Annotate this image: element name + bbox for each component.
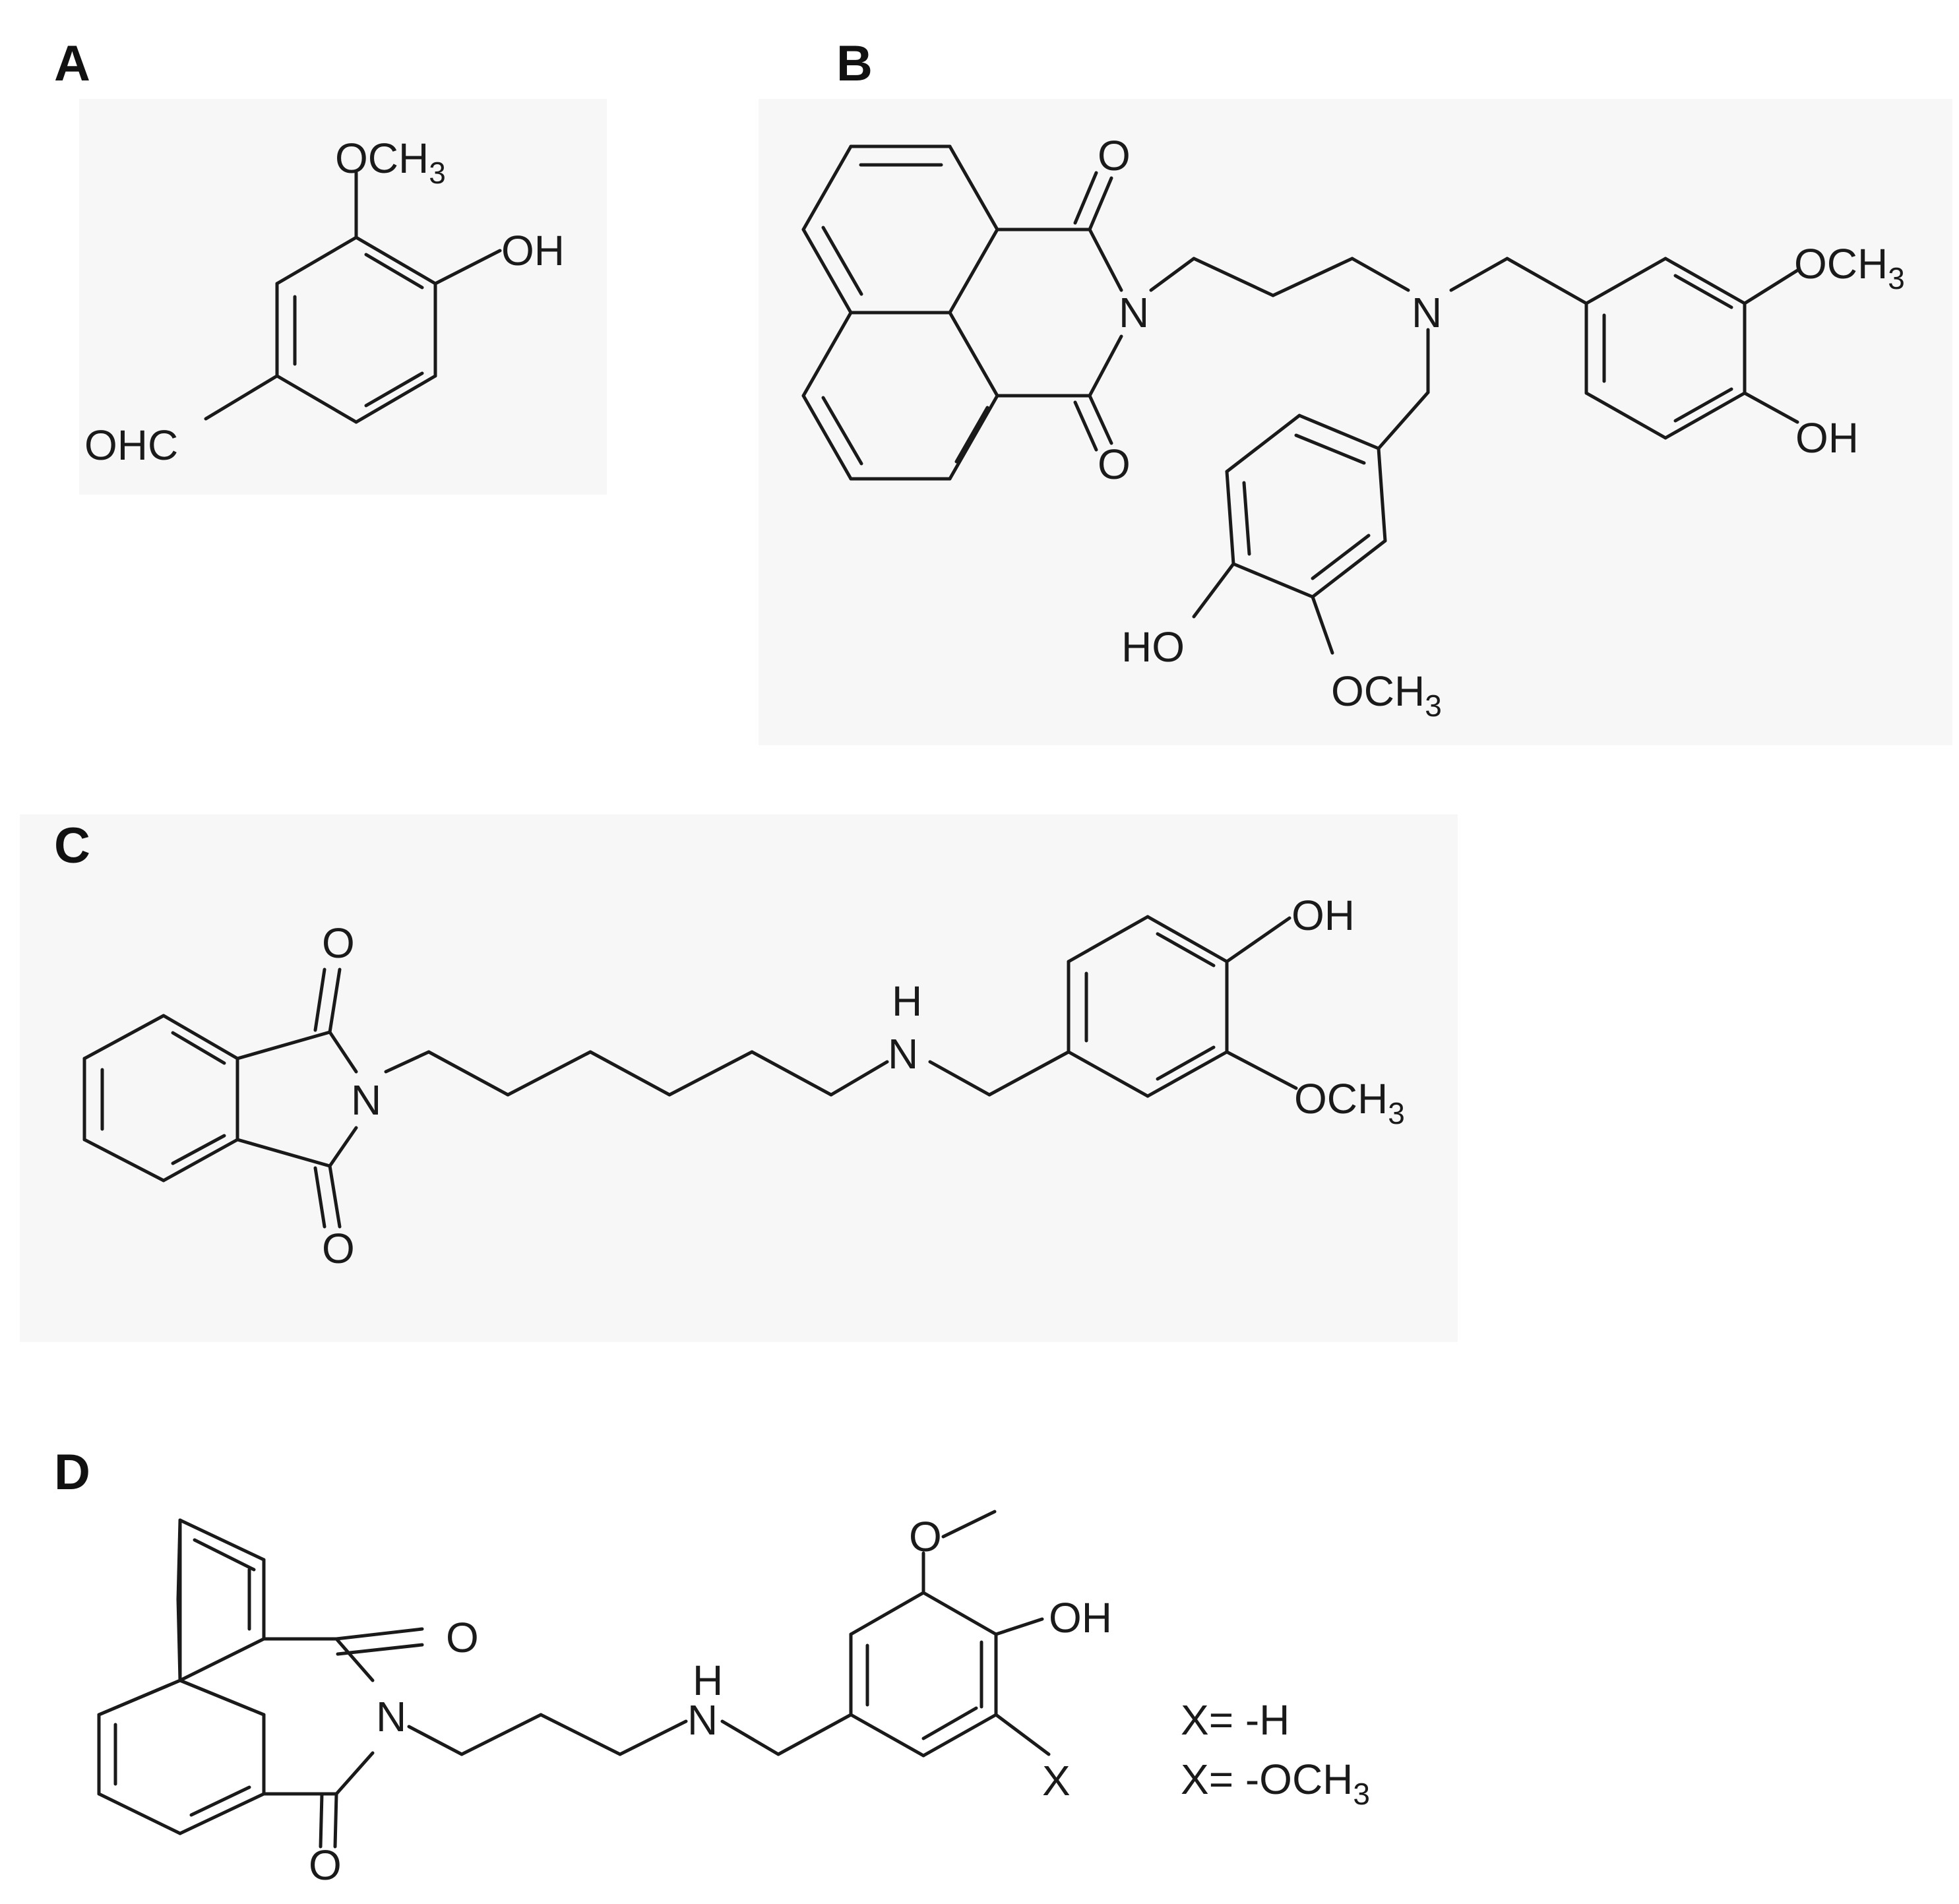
panel-c: C [20,814,1458,1342]
amine-hydrogen: H [693,1657,723,1704]
methoxy-label-lower: OCH3 [1331,667,1442,723]
carbonyl-oxygen-top: O [1098,132,1131,179]
panel-b-background [759,99,1952,745]
methoxy-label: OCH3 [1294,1075,1405,1130]
methoxy-label-right: OCH3 [1794,240,1905,295]
panel-b-label: B [836,36,873,92]
methoxy-oxygen: O [909,1513,942,1560]
panel-c-structure-bonds [82,915,1298,1229]
carbonyl-oxygen-bottom: O [322,1225,355,1272]
legend-x-h: X= -H [1181,1696,1290,1744]
carbonyl-oxygen-bottom: O [1098,441,1131,488]
legend-x-methoxy: X= -OCH3 [1181,1756,1370,1811]
imide-nitrogen: N [1119,289,1149,336]
amine-nitrogen: N [687,1696,718,1744]
panel-a-background [79,99,607,495]
amine-nitrogen: N [1412,289,1442,336]
hydroxyl-label-lower: HO [1121,623,1185,671]
amine-nitrogen: N [888,1030,918,1078]
methoxy-label: OCH3 [335,135,446,190]
hydroxyl-label: OH [1049,1594,1112,1642]
amine-hydrogen: H [892,977,922,1025]
substituent-x-label: X [1042,1757,1071,1804]
imide-nitrogen: N [351,1076,381,1124]
panel-c-label: C [54,818,90,874]
imide-nitrogen: N [376,1693,406,1740]
panel-d-structure-bonds [97,1510,1051,1849]
hydroxyl-label: OH [501,227,565,274]
panel-b: B [759,36,1952,745]
panel-d: D [54,1444,1370,1889]
carbonyl-oxygen-bottom: O [309,1841,342,1889]
panel-a: A OCH3 OH OHC [54,36,607,495]
panel-a-structure-bonds [204,171,502,424]
panel-a-label: A [54,36,90,92]
panel-c-background [20,814,1458,1342]
panel-d-label: D [54,1444,90,1500]
hydroxyl-label-right: OH [1795,414,1859,462]
panel-b-structure-bonds [801,144,1799,655]
carbonyl-oxygen-top: O [446,1614,479,1661]
aldehyde-label: OHC [84,421,178,469]
carbonyl-oxygen-top: O [322,919,355,967]
hydroxyl-label: OH [1291,892,1355,939]
